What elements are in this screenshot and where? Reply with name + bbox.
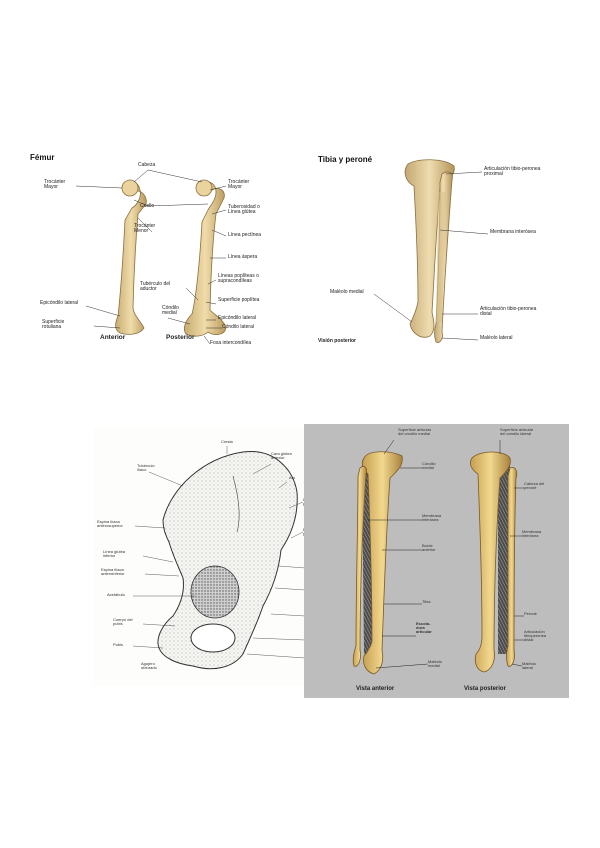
label-pubis: Pubis <box>113 643 123 647</box>
label-linea-pectinea: Línea pectínea <box>228 233 261 238</box>
tibia-views-illustration <box>304 424 569 698</box>
label-trocanter-mayor-left: Trocánter Mayor <box>44 180 65 191</box>
label-membrana-2: Membrana interósea <box>422 514 441 522</box>
label-linea-aspera: Línea áspera <box>228 255 257 260</box>
label-membrana-3: Membrana interósea <box>522 530 541 538</box>
femur-panel: Fémur Cabeza Trocánter Mayor Trocánter M… <box>30 148 285 358</box>
label-cara-glutea: Cara glútea anterior <box>271 452 292 460</box>
label-espina-anteroinf: Espina ilíaca anteroinferior <box>101 568 125 576</box>
label-sup-art-lateral: Superficie articular del cóndilo lateral <box>500 428 533 436</box>
label-espina-anterosup: Espina ilíaca anterosuperior <box>97 520 123 528</box>
label-escotadura-articular: Escota- dura articular <box>416 622 432 635</box>
label-epicondilo-lateral: Epicóndilo lateral <box>40 301 78 306</box>
label-trocanter-menor: Trocánter Menor <box>134 224 155 235</box>
label-condilo-medial: Cóndilo medial <box>162 306 179 317</box>
label-lineas-popliteas: Líneas poplíteas o supracondíleas <box>218 274 259 285</box>
label-cabeza: Cabeza <box>138 163 155 168</box>
label-cresta: Cresta <box>221 440 233 444</box>
label-tuberculo-iliaco: Tubérculo ilíaco <box>137 464 155 472</box>
label-tuberculo-aductor: Tubérculo del aductor <box>140 282 170 293</box>
tibia-title: Tibia y peroné <box>318 156 372 164</box>
label-maleolo-medial-2: Maléolo medial <box>428 660 442 668</box>
label-condilo-lateral: Cóndilo lateral <box>222 325 254 330</box>
label-maleolo-lateral: Maléolo lateral <box>480 336 513 341</box>
label-superficie-poplitea: Superficie poplítea <box>218 298 259 303</box>
label-cabeza-perone: Cabeza del peroné <box>524 482 544 490</box>
label-art-distal: Articulación tibio-peronea distal <box>480 307 536 318</box>
label-ala: Ala <box>289 476 295 480</box>
label-vista-posterior: Vista posterior <box>464 686 506 692</box>
tibia-views-panel: Superficie articular del cóndilo medial … <box>304 424 569 698</box>
label-borde-anterior: Borde anterior <box>422 544 436 552</box>
label-linea-glutea-inf: Línea glútea inferior <box>103 550 125 558</box>
label-cuerpo-pubis: Cuerpo del pubis <box>113 618 133 626</box>
label-sup-art-medial: Superficie articular del cóndilo medial <box>398 428 431 436</box>
tibia-illustration <box>318 152 580 352</box>
label-agujero-obturado: Agujero obturado <box>141 662 157 670</box>
label-epicondilo-lateral-2: Epicóndilo lateral <box>218 316 256 321</box>
label-articulacion-distal: Articulación tibioperonea distal <box>524 630 546 643</box>
label-trocanter-mayor-right: Trocánter Mayor <box>228 180 249 191</box>
label-tuberosidad: Tuberosidad o Línea glútea <box>228 205 260 216</box>
tibia-panel: Tibia y peroné Articulación tibio-perone… <box>318 152 580 352</box>
label-vista-anterior: Vista anterior <box>356 686 394 692</box>
label-superficie-rotuliana: Superficie rotuliana <box>42 320 64 331</box>
femur-title: Fémur <box>30 154 54 162</box>
label-anterior: Anterior <box>100 335 125 342</box>
label-maleolo-lateral-2: Maléolo lateral <box>522 662 536 670</box>
label-art-proximal: Articulación tibio-peronea proximal <box>484 167 540 178</box>
label-acetabulo: Acetábulo <box>107 593 125 597</box>
label-fosa-intercondilea: Fosa intercondílea <box>210 341 251 346</box>
label-posterior: Posterior <box>166 335 195 342</box>
label-perone: Peroné <box>524 612 537 616</box>
label-maleolo-medial: Maléolo medial <box>330 290 364 295</box>
label-tibia: Tibia <box>422 600 431 604</box>
label-cuello: Cuello <box>140 204 154 209</box>
label-membrana: Membrana interósea <box>490 230 536 235</box>
label-condilo-medial-2: Cóndilo medial <box>422 462 436 470</box>
label-vision: Visión posterior <box>318 339 356 344</box>
